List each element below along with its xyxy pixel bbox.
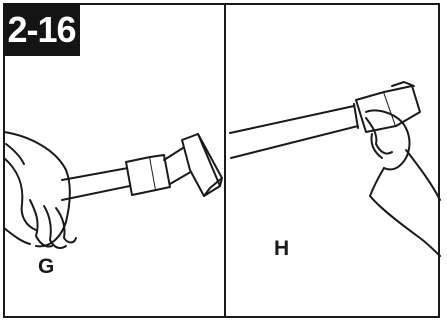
panel-label-h: H: [274, 237, 289, 261]
panel-label-g: G: [38, 255, 54, 279]
